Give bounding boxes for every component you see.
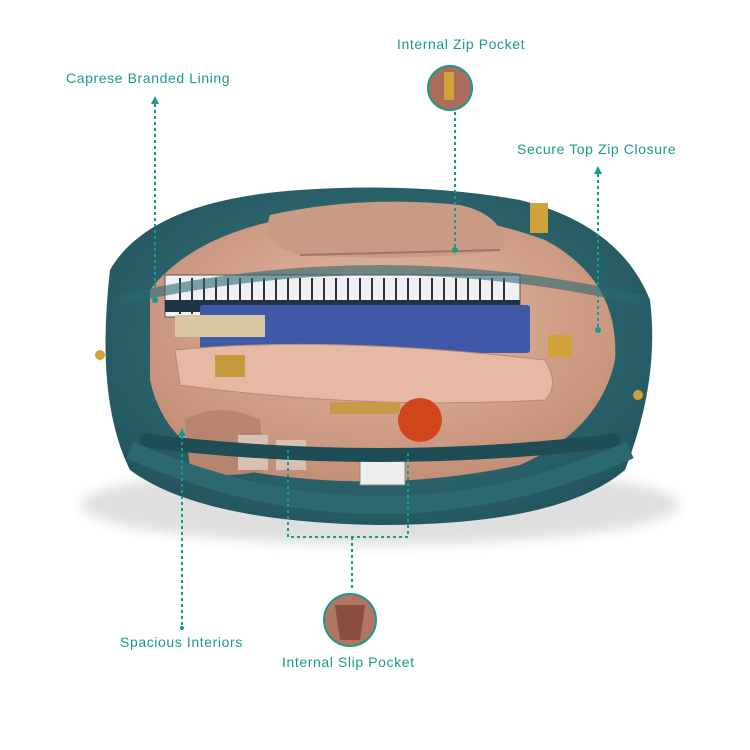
bag-handle-front (126, 441, 634, 514)
callout-label-interiors: Spacious Interiors (120, 634, 243, 650)
zip-pouch (174, 343, 553, 404)
callout-arrowheads (151, 96, 602, 630)
callout-connectors (154, 98, 599, 628)
callout-label-zip-pocket: Internal Zip Pocket (397, 36, 526, 52)
top-zip-hardware (530, 203, 548, 233)
yellow-book (175, 315, 265, 337)
internal-zip-pocket-area (268, 201, 505, 258)
lipstick-compact (398, 398, 442, 442)
callout-label-lining: Caprese Branded Lining (66, 70, 231, 86)
callout-label-top-zip: Secure Top Zip Closure (517, 141, 677, 157)
bag-handle-back (118, 265, 642, 305)
blue-book (200, 305, 530, 353)
zip-puller (215, 355, 245, 377)
callout-label-slip-pocket: Internal Slip Pocket (282, 654, 415, 670)
front-zip-panel (139, 433, 621, 462)
